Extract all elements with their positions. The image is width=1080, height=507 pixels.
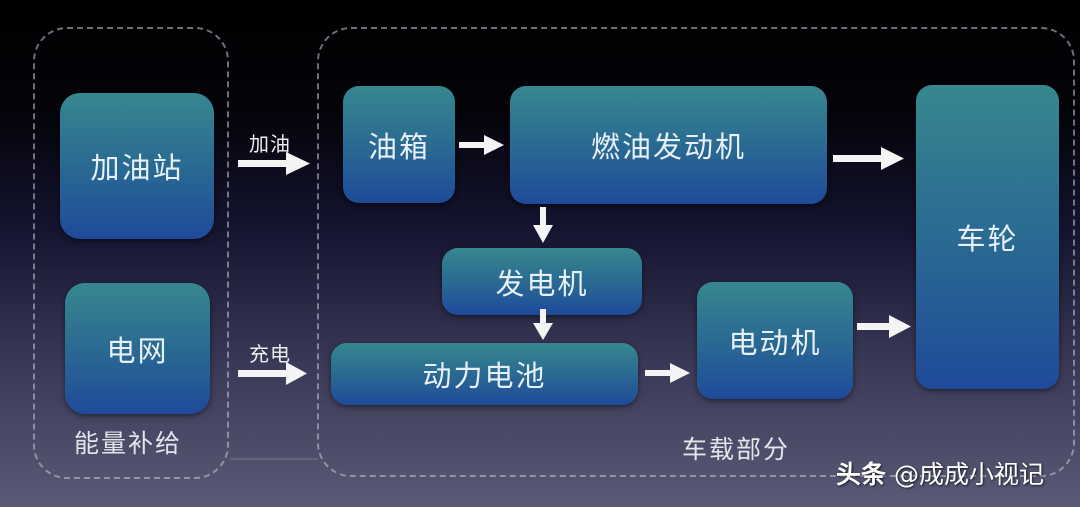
arrow-power-grid-to-power-battery <box>238 362 307 385</box>
arrow-electric-motor-to-wheels <box>857 315 911 338</box>
arrow-generator-to-power-battery <box>533 309 553 340</box>
vehicle-onboard-group <box>317 27 1075 477</box>
node-power-battery: 动力电池 <box>331 343 638 405</box>
edge-label-charge: 充电 <box>249 342 291 366</box>
energy-supply-group-label: 能量补给 <box>74 429 183 458</box>
node-power-battery-label: 动力电池 <box>422 359 547 393</box>
node-fuel-engine: 燃油发动机 <box>510 86 827 204</box>
edge-label-refuel: 加油 <box>249 132 291 156</box>
node-gas-station-label: 加油站 <box>90 151 184 185</box>
node-fuel-tank: 油箱 <box>343 86 455 203</box>
node-generator: 发电机 <box>442 248 642 315</box>
arrow-fuel-engine-to-wheels <box>833 147 904 170</box>
node-power-grid-label: 电网 <box>106 333 169 368</box>
arrow-fuel-tank-to-fuel-engine <box>459 135 504 155</box>
node-fuel-tank-label: 油箱 <box>367 129 430 164</box>
node-wheels-label: 车轮 <box>956 222 1019 256</box>
arrow-fuel-engine-to-generator <box>533 207 553 243</box>
node-fuel-engine-label: 燃油发动机 <box>590 130 746 164</box>
watermark: 头条 @成成小视记 <box>836 455 1044 491</box>
node-electric-motor: 电动机 <box>697 282 853 399</box>
energy-supply-group <box>33 27 229 479</box>
node-wheels: 车轮 <box>916 85 1059 389</box>
node-generator-label: 发电机 <box>495 266 589 301</box>
arrow-gas-station-to-fuel-tank <box>238 152 310 175</box>
node-electric-motor-label: 电动机 <box>728 325 822 360</box>
node-power-grid: 电网 <box>65 283 210 414</box>
vehicle-onboard-group-label: 车载部分 <box>682 435 791 464</box>
arrow-power-battery-to-electric-motor <box>645 363 690 383</box>
node-gas-station: 加油站 <box>60 93 214 239</box>
watermark-handle: @成成小视记 <box>893 460 1044 489</box>
watermark-prefix: 头条 <box>836 460 887 489</box>
